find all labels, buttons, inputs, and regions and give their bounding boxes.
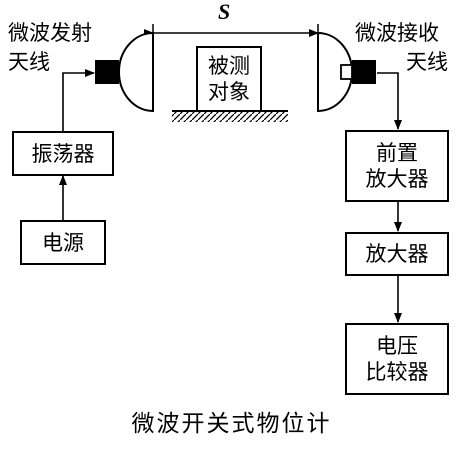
distance-label: S [218,0,231,24]
distance-dimension [144,24,319,44]
signal-connectors [59,69,402,323]
receive-antenna-label-line2: 天线 [406,50,448,74]
oscillator-box: 振荡器 [12,131,114,176]
comparator-label-line2: 比较器 [365,360,429,384]
comparator-label-line1: 电压 [376,334,418,358]
target-label-line2: 对象 [208,80,250,104]
amplifier-box: 放大器 [345,232,449,276]
oscillator-label: 振荡器 [31,141,95,166]
target-label-line1: 被测 [208,54,250,78]
amplifier-label: 放大器 [365,242,429,266]
preamplifier-label-line2: 放大器 [365,167,429,191]
preamplifier-box: 前置 放大器 [345,130,449,202]
power-supply-box: 电源 [20,220,106,265]
transmit-antenna-label-line2: 天线 [8,50,50,74]
transmit-antenna-icon [95,31,154,113]
transmit-antenna-label-line1: 微波发射 [8,21,92,45]
ground-hatching [172,110,288,122]
preamplifier-label-line1: 前置 [376,141,418,165]
receive-antenna-icon [317,31,376,113]
figure-caption: 微波开关式物位计 [131,411,332,437]
power-supply-label: 电源 [42,230,84,255]
comparator-box: 电压 比较器 [345,323,449,395]
receive-antenna-label-line1: 微波接收 [355,21,439,45]
target-object-box: 被测 对象 [196,46,262,112]
